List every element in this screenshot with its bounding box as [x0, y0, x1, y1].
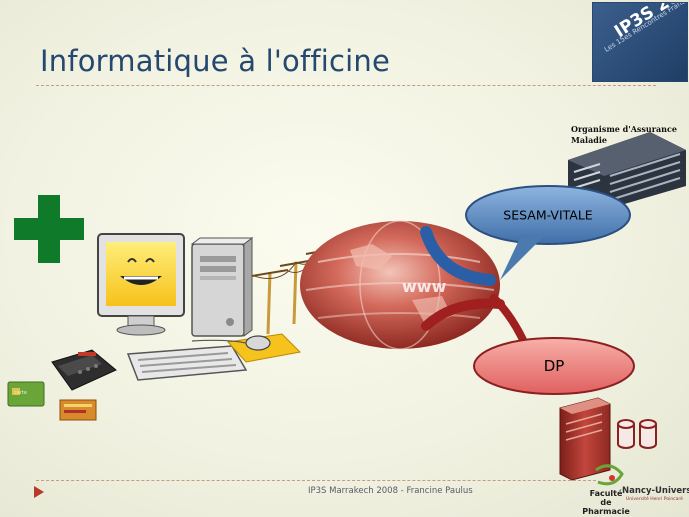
- blue-link-arrow: [420, 226, 496, 286]
- database-icon: [617, 419, 657, 449]
- server-tower-icon: [559, 397, 611, 481]
- prescription-icon: [59, 399, 97, 421]
- computer-monitor-icon: [97, 233, 185, 336]
- vitale-card-icon: [7, 381, 45, 407]
- globe-www-text: www: [402, 277, 447, 296]
- computer-tower-icon: [190, 237, 254, 337]
- footer-credit: IP3S Marrakech 2008 - Francine Paulus: [308, 486, 473, 496]
- insurance-label: Organisme d'Assurance Maladie: [571, 124, 677, 145]
- university-sublabel: Université Henri Poincaré: [626, 497, 683, 502]
- mouse-icon: [191, 333, 302, 363]
- internet-globe-icon: www: [300, 220, 500, 350]
- insurance-building-icon: [568, 132, 686, 210]
- footer-bullet-icon: [34, 486, 44, 498]
- dp-label: DP: [543, 357, 565, 375]
- slide-title: Informatique à l'officine: [40, 44, 391, 78]
- card-reader-icon: [51, 349, 117, 391]
- title-divider: [36, 85, 656, 86]
- sesam-vitale-label: SESAM-VITALE: [503, 207, 593, 223]
- university-label: Nancy-Université: [622, 486, 689, 496]
- faculty-label: Faculté de Pharmacie: [582, 489, 630, 516]
- footer-divider: [36, 480, 596, 481]
- conference-logo: Les 15es Rencontres Francophones IP3S 20…: [592, 2, 688, 82]
- sesam-vitale-bubble: [465, 185, 631, 280]
- dp-bubble: [473, 337, 635, 395]
- pharmacy-cross-icon: [14, 195, 84, 263]
- faculty-logo-icon: [595, 464, 624, 486]
- vitale-card-label: carte: [14, 390, 27, 396]
- keyboard-icon: [126, 345, 248, 381]
- red-link-arrow: [421, 298, 505, 331]
